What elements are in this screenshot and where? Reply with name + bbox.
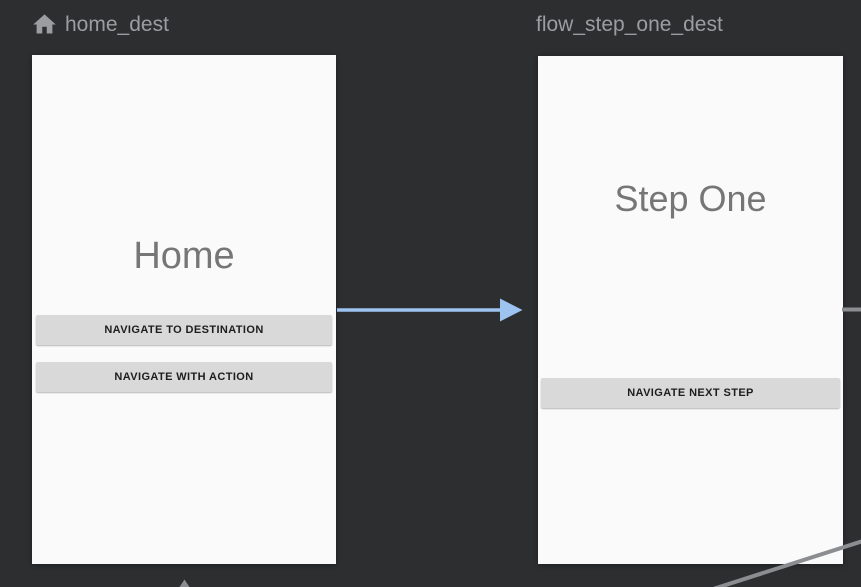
preview-button-navigate-with-action: NAVIGATE WITH ACTION (36, 362, 332, 392)
destination-header-flow-step-one[interactable]: flow_step_one_dest (536, 11, 723, 38)
destination-label-home[interactable]: home_dest (65, 13, 169, 36)
destination-header-home[interactable]: home_dest (31, 11, 169, 38)
preview-button-navigate-next-step: NAVIGATE NEXT STEP (541, 378, 840, 408)
destination-label-flow-step-one[interactable]: flow_step_one_dest (536, 13, 723, 36)
screen-title-step-one: Step One (614, 178, 767, 219)
destination-card-flow-step-one[interactable]: Step One NAVIGATE NEXT STEP (538, 56, 843, 564)
home-icon (33, 14, 56, 34)
destination-card-home[interactable]: Home NAVIGATE TO DESTINATION NAVIGATE WI… (32, 55, 336, 564)
action-edge-home-to-step-one[interactable] (337, 298, 523, 322)
incoming-edge-arrowhead-icon[interactable] (179, 579, 191, 587)
screen-title-home: Home (133, 235, 235, 277)
action-edge-arrowhead-icon (500, 298, 523, 322)
preview-button-navigate-to-destination: NAVIGATE TO DESTINATION (36, 315, 332, 345)
